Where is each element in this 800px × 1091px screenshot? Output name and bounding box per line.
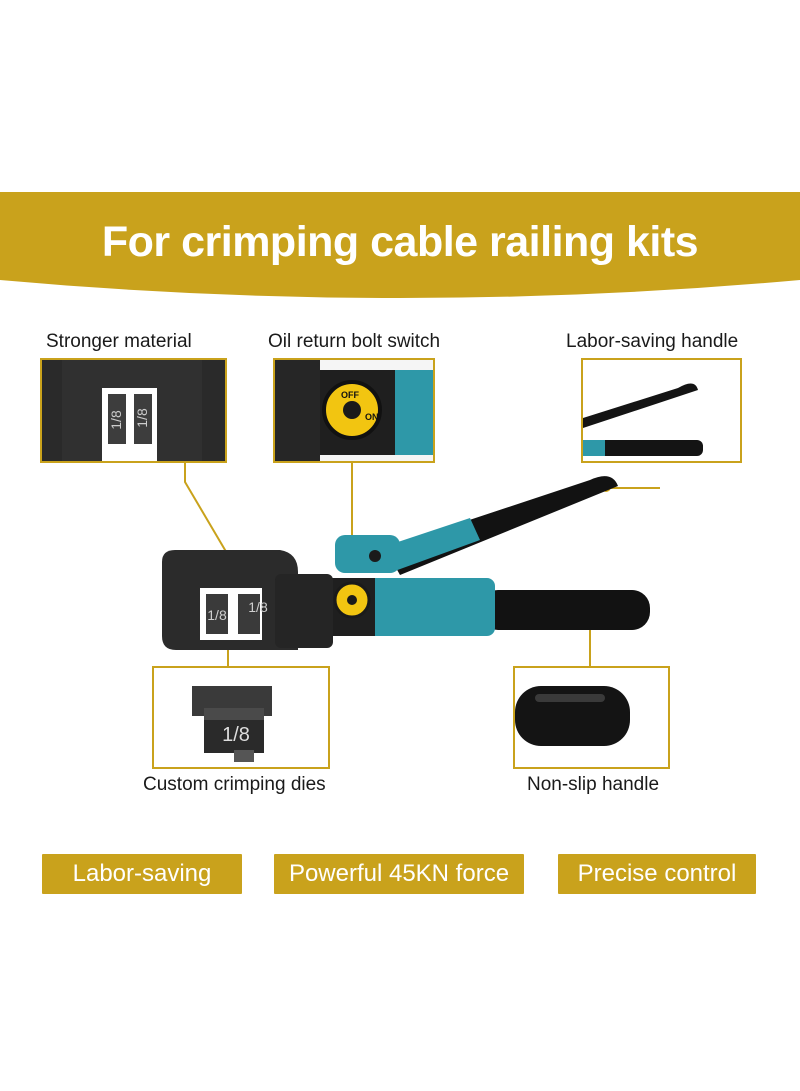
callout-box-labor-saving-handle [581, 358, 742, 463]
svg-text:1/8: 1/8 [108, 410, 124, 430]
callout-label-stronger-material: Stronger material [46, 331, 192, 352]
callout-label-non-slip-handle: Non-slip handle [527, 774, 660, 795]
feature-badge-labor-saving: Labor-saving [42, 854, 242, 894]
title-banner [0, 192, 800, 304]
callout-box-non-slip-handle [513, 666, 670, 769]
die-size-label: 1/8 [222, 724, 250, 746]
dial-on-label: ON [365, 412, 379, 422]
banner-title: For crimping cable railing kits [101, 218, 699, 266]
tool-die-left-label: 1/8 [207, 607, 227, 623]
callout-box-oil-return: OFF ON [273, 358, 435, 463]
tool-die-right-label: 1/8 [248, 599, 268, 615]
banner-shape [0, 192, 800, 298]
callout-label-custom-dies: Custom crimping dies [143, 774, 326, 795]
leader-stronger-material [184, 462, 229, 556]
svg-text:1/8: 1/8 [134, 408, 150, 428]
callout-box-stronger-material: 1/8 1/8 [40, 358, 227, 463]
feature-badge-precise-control: Precise control [558, 854, 756, 894]
dial-off-label: OFF [341, 390, 359, 400]
callout-label-oil-return: Oil return bolt switch [268, 331, 441, 352]
feature-badge-force: Powerful 45KN force [274, 854, 524, 894]
callout-label-labor-saving-handle: Labor-saving handle [566, 331, 739, 352]
callout-box-custom-dies: 1/8 [152, 666, 330, 769]
